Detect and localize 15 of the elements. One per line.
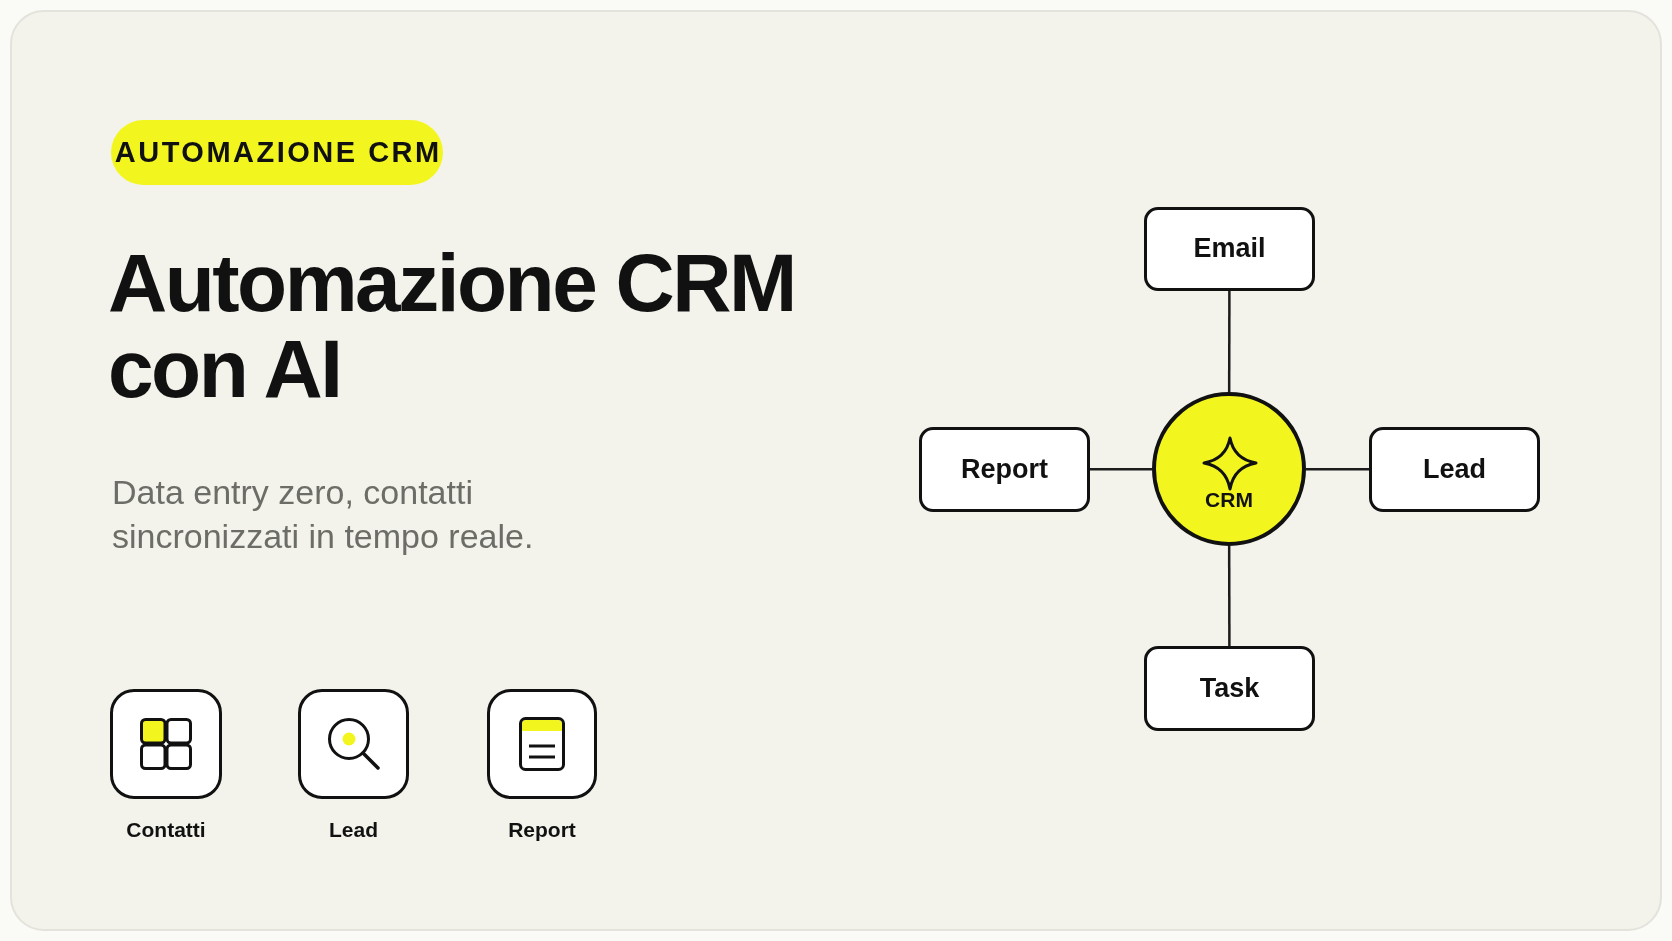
subtitle-text: Data entry zero, contatti sincronizzati in tempo reale.: [112, 472, 535, 557]
tile-caption: Report: [507, 817, 577, 842]
category-tag: AUTOMAZIONE CRM: [111, 120, 443, 185]
topic-box: Email: [1144, 207, 1315, 291]
tile-caption: Lead: [328, 817, 379, 842]
hub-label: CRM: [1204, 488, 1254, 512]
tile-caption: Contatti: [125, 817, 207, 842]
topic-box: Task: [1144, 646, 1315, 731]
connector-line: [1306, 467, 1369, 471]
connector-line: [1090, 467, 1152, 471]
connector-line: [1227, 291, 1231, 392]
connector-line: [1227, 546, 1231, 646]
slide-title: Automazione CRM con AI: [108, 240, 796, 412]
topic-box: Lead: [1369, 427, 1540, 512]
topic-box: Report: [919, 427, 1090, 512]
